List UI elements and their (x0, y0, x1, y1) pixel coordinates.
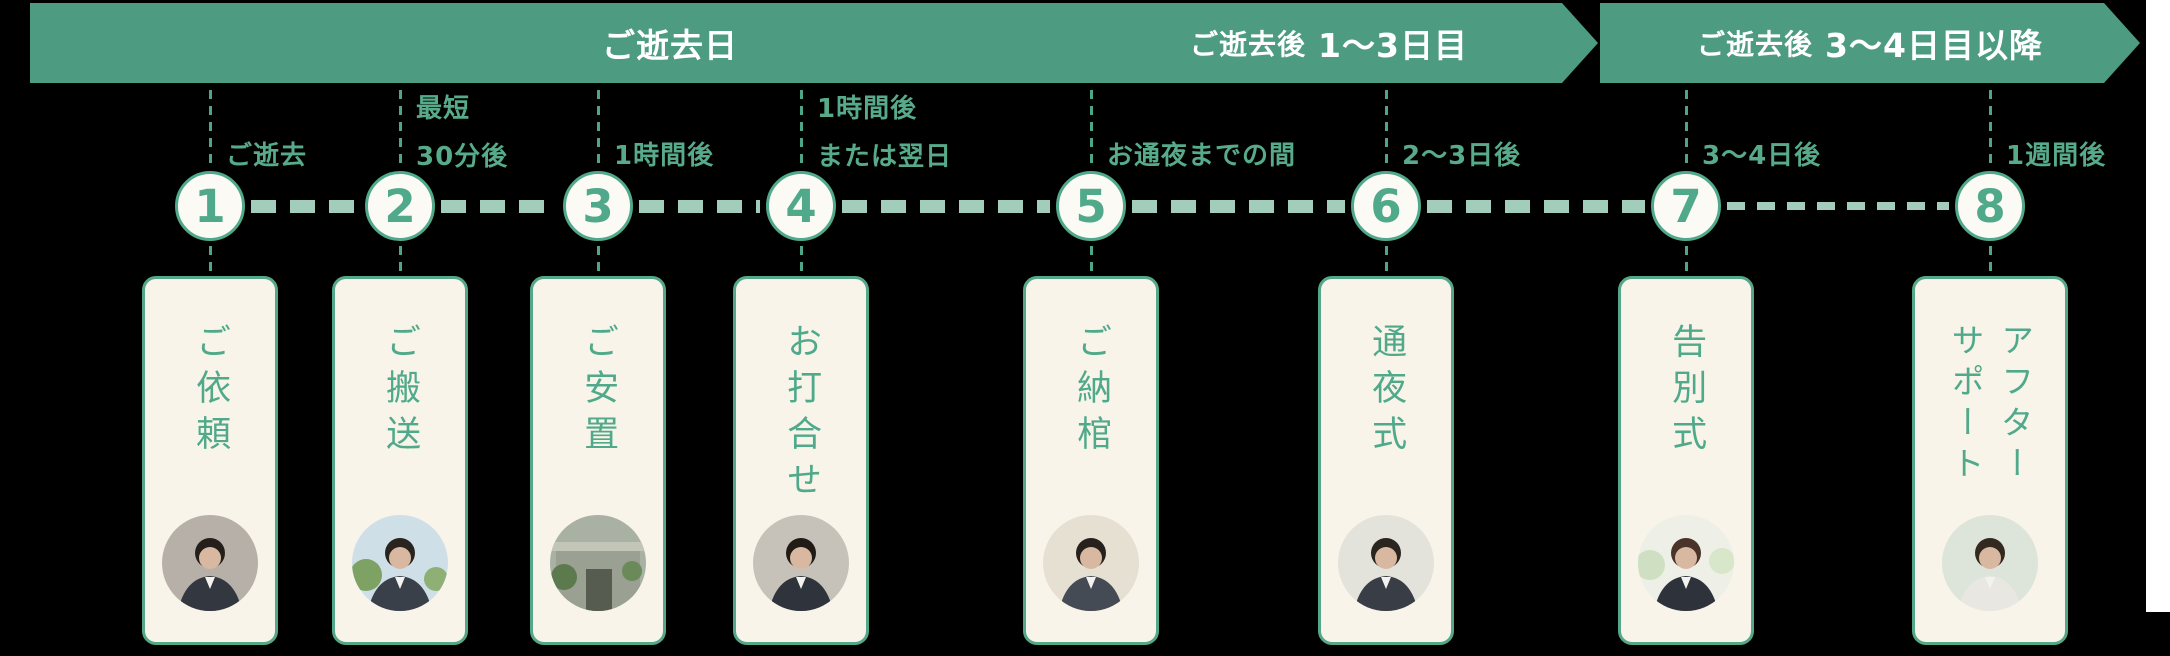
step-timing-label: 2〜3日後 (1402, 141, 1522, 171)
step-number-circle: 4 (766, 171, 836, 241)
after-support-phone-photo (1942, 515, 2038, 611)
step-number-circle: 2 (365, 171, 435, 241)
step-timing-label: 1週間後 (2006, 141, 2107, 171)
card-connector-dash (1684, 246, 1688, 275)
facility-entrance-photo (550, 515, 646, 611)
step-card: アフターサポート (1912, 276, 2068, 645)
step-card: ご安置 (530, 276, 666, 645)
timeline-vertical-dash (596, 90, 600, 170)
timeline-vertical-dash (1684, 90, 1688, 170)
timeline-dash-segment (1427, 200, 1645, 213)
step-title: ご依頼 (190, 323, 231, 461)
card-connector-dash (799, 246, 803, 275)
farewell-ceremony-photo (1638, 515, 1734, 611)
timeline-dash-segment (251, 200, 359, 213)
phase-bar-day-of-passing: ご逝去日 (30, 3, 1185, 83)
step-timing-label: 1時間後または翌日 (817, 94, 953, 173)
phase-bar-label: 1〜3日目 (1318, 26, 1468, 65)
timeline-vertical-dash (398, 90, 402, 170)
step-number-circle: 5 (1056, 171, 1126, 241)
step-title: 通夜式 (1366, 323, 1407, 461)
step-card: ご納棺 (1023, 276, 1159, 645)
timeline-vertical-dash (1988, 90, 1992, 170)
wake-ceremony-photo (1338, 515, 1434, 611)
timeline-dash-segment (1132, 200, 1345, 213)
card-connector-dash (208, 246, 212, 275)
card-connector-dash (398, 246, 402, 275)
timeline-vertical-dash (1089, 90, 1093, 170)
step-card: お打合せ (733, 276, 869, 645)
timeline-vertical-dash (208, 90, 212, 170)
consultation-meeting-photo (753, 515, 849, 611)
step-title: お打合せ (781, 323, 822, 507)
step-number-circle: 7 (1651, 171, 1721, 241)
step-card: 告別式 (1618, 276, 1754, 645)
phase-bar-label: ご逝去日 (602, 26, 738, 65)
step-card: ご搬送 (332, 276, 468, 645)
step-card: 通夜式 (1318, 276, 1454, 645)
phase-bar-label: 3〜4日目以降 (1825, 26, 2043, 65)
operator-headset-photo (162, 515, 258, 611)
step-number-circle: 8 (1955, 171, 2025, 241)
step-timing-label: ご逝去 (226, 141, 308, 171)
page-background-sliver (2146, 0, 2170, 612)
timeline-vertical-dash (1384, 90, 1388, 170)
step-number-circle: 3 (563, 171, 633, 241)
driver-in-car-photo (352, 515, 448, 611)
step-title: 告別式 (1666, 323, 1707, 461)
step-card: ご依頼 (142, 276, 278, 645)
phase-bar-prefix: ご逝去後 (1190, 28, 1307, 61)
phase-bar-prefix: ご逝去後 (1697, 28, 1814, 61)
phase-bar-days-3-4-onward: ご逝去後 3〜4日目以降 (1600, 3, 2140, 83)
card-connector-dash (1089, 246, 1093, 275)
card-connector-dash (1988, 246, 1992, 275)
timeline-dash-segment (842, 200, 1050, 213)
step-timing-label: お通夜までの間 (1107, 141, 1297, 171)
step-timing-label: 1時間後 (614, 141, 715, 171)
phase-bar-days-1-3: ご逝去後 1〜3日目 (1060, 3, 1598, 83)
timeline-vertical-dash (799, 90, 803, 170)
timeline-dash-segment (441, 200, 557, 213)
step-title: ご納棺 (1071, 323, 1112, 461)
step-title: ご安置 (578, 323, 619, 461)
step-number-circle: 1 (175, 171, 245, 241)
step-timing-label: 3〜4日後 (1702, 141, 1822, 171)
casket-preparation-photo (1043, 515, 1139, 611)
step-number-circle: 6 (1351, 171, 1421, 241)
card-connector-dash (1384, 246, 1388, 275)
step-title: ご搬送 (380, 323, 421, 461)
step-title: アフターサポート (1946, 323, 2035, 487)
timeline-dash-segment (1727, 202, 1949, 210)
timeline-dash-segment (639, 200, 760, 213)
card-connector-dash (596, 246, 600, 275)
